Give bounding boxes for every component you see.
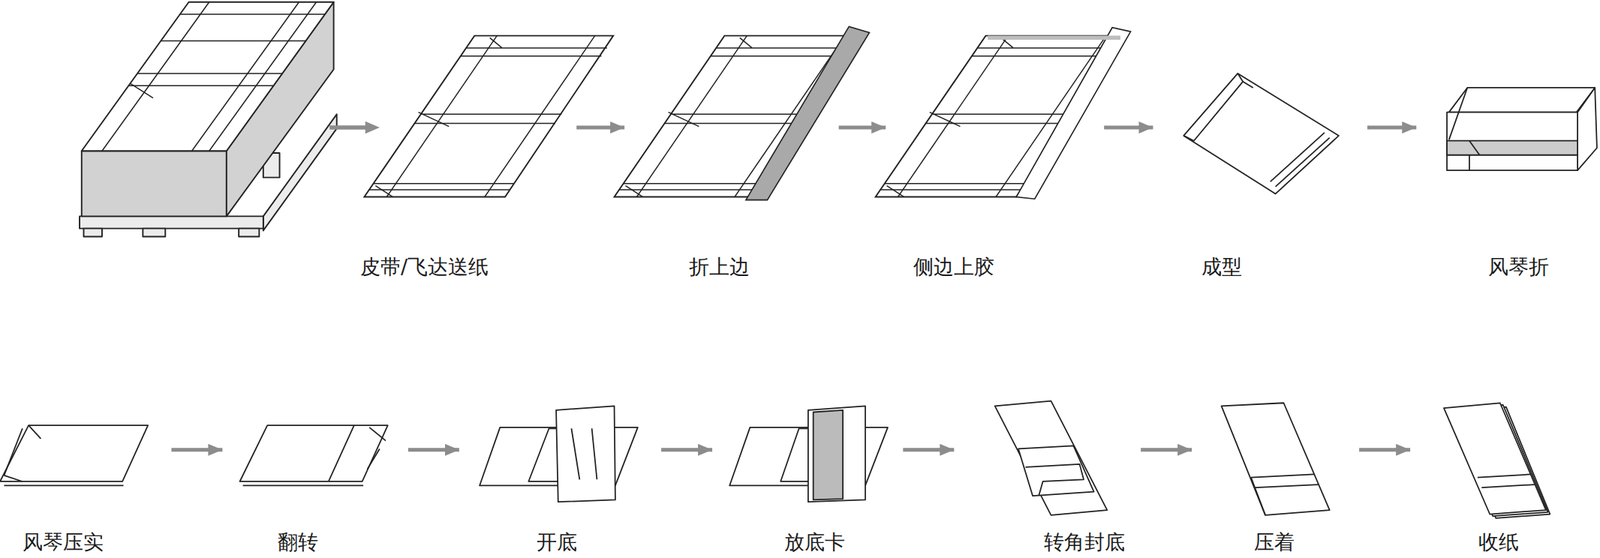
process-step: 翻转	[222, 393, 408, 557]
step-label: 转角封底	[1043, 530, 1125, 555]
step-label: 收纸	[1478, 530, 1519, 555]
flow-arrow	[1359, 448, 1411, 452]
step-label: 折上边	[688, 255, 750, 280]
process-step: 折上边	[624, 25, 840, 289]
flow-arrow	[408, 448, 460, 452]
process-step: 风琴压实	[5, 393, 172, 557]
process-step: 成型	[1152, 25, 1368, 289]
process-step: 侧边上胶	[885, 25, 1104, 289]
flow-arrow	[1140, 448, 1192, 452]
step-label: 成型	[1201, 255, 1243, 280]
flow-arrow	[902, 448, 954, 452]
flow-arrow	[661, 448, 713, 452]
step-label: 侧边上胶	[913, 255, 995, 280]
flow-arrow	[576, 126, 625, 130]
step-label: 放底卡	[784, 530, 846, 555]
process-step: 转角封底	[953, 393, 1141, 557]
process-step: 放底卡	[712, 393, 903, 557]
flow-arrow	[839, 126, 887, 130]
step-label: 开底	[536, 530, 578, 555]
process-step: 风琴折	[1416, 25, 1592, 289]
process-step: 开底	[459, 393, 662, 557]
step-label: 风琴压实	[22, 530, 104, 555]
step-label: 风琴折	[1488, 255, 1549, 280]
process-step: 皮带/飞达送纸	[351, 25, 577, 289]
flow-arrow	[1103, 126, 1153, 130]
process-step: 压着	[1191, 393, 1360, 557]
flow-arrow	[171, 448, 223, 452]
step-label: 皮带/飞达送纸	[360, 255, 489, 280]
step-label: 压着	[1254, 530, 1295, 555]
process-step: 收纸	[1410, 393, 1592, 557]
flow-arrow	[1367, 126, 1417, 130]
step-label: 翻转	[277, 530, 319, 555]
